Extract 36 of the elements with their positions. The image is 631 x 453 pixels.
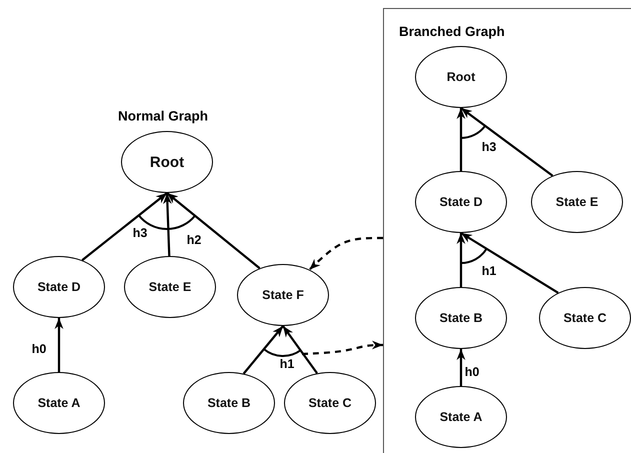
angle-label: h1 (280, 357, 294, 371)
node-label: State E (556, 195, 598, 209)
angle-label: h1 (482, 264, 496, 278)
panel-heading: Branched Graph (399, 24, 505, 39)
node-label: State F (262, 288, 304, 302)
arrow (460, 107, 554, 177)
angle-label: h0 (32, 342, 46, 356)
node-label: State A (38, 396, 80, 410)
graph-heading: Normal Graph (118, 108, 208, 124)
angle-label: h3 (482, 140, 496, 154)
node-label: State D (37, 280, 81, 294)
arrow (456, 349, 466, 386)
arrow (81, 192, 168, 262)
node-label: State E (148, 280, 192, 294)
arrow (460, 232, 559, 294)
node-label: Root (150, 154, 184, 170)
arrow (282, 325, 318, 374)
dashed-arrow (308, 236, 383, 270)
angle-label: h3 (132, 226, 148, 240)
dashed-arrow (302, 340, 383, 356)
node-label: State B (207, 396, 251, 410)
arrow (163, 192, 172, 256)
arrow (242, 325, 284, 374)
arrow (456, 233, 466, 287)
angle-label: h0 (464, 365, 480, 379)
node-label: State D (439, 195, 483, 209)
node-label: State B (439, 311, 483, 325)
arrow (54, 318, 64, 372)
arrow (456, 108, 466, 171)
arrow (166, 192, 260, 270)
panel (383, 8, 631, 453)
node-label: State C (563, 311, 607, 325)
node-label: State C (308, 396, 352, 410)
node-label: Root (446, 70, 476, 84)
node-label: State A (440, 410, 482, 424)
angle-label: h2 (186, 233, 202, 247)
